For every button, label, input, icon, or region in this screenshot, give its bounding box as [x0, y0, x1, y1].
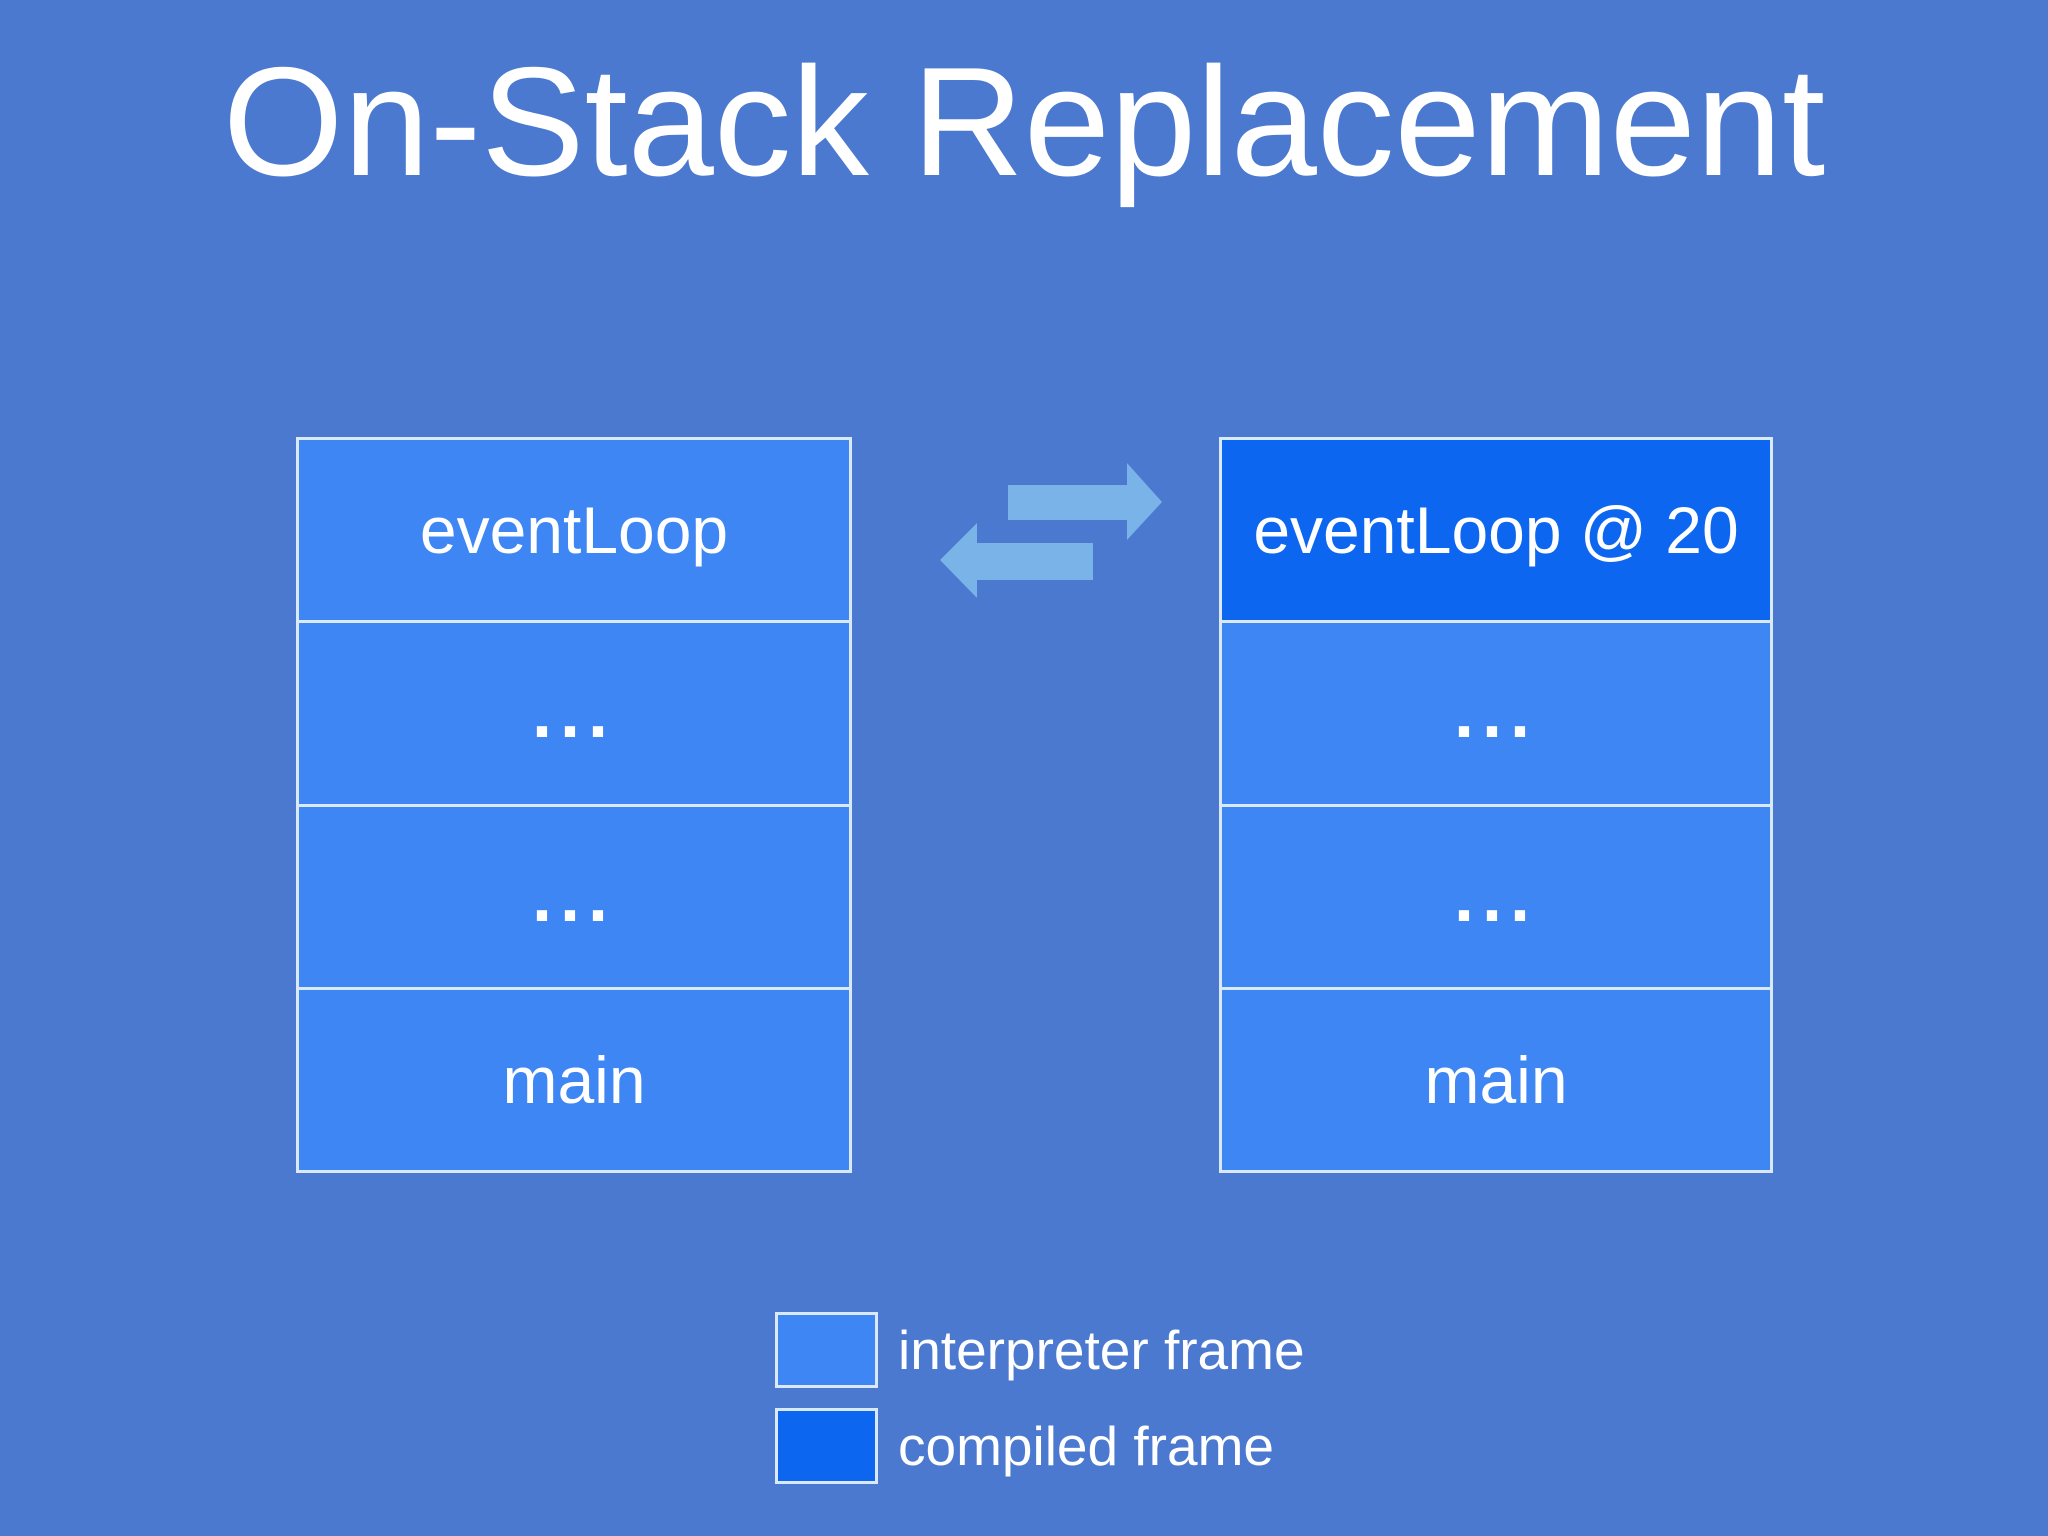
right-arrow-icon [1008, 463, 1162, 540]
frame-label: ... [1453, 673, 1538, 754]
legend-item: compiled frame [775, 1408, 1305, 1484]
frame-label: main [502, 1042, 646, 1117]
stack-frame: main [1222, 986, 1770, 1170]
stack-frame: eventLoop @ 20 [1222, 440, 1770, 621]
frame-label: ... [531, 856, 616, 937]
legend-swatch-interpreter [775, 1312, 878, 1388]
legend: interpreter frame compiled frame [775, 1312, 1305, 1504]
frame-label: ... [531, 673, 616, 754]
stack-frame: ... [1222, 620, 1770, 804]
legend-label: compiled frame [898, 1414, 1274, 1477]
stack-frame: eventLoop [299, 440, 849, 621]
legend-item: interpreter frame [775, 1312, 1305, 1388]
legend-label: interpreter frame [898, 1318, 1305, 1381]
left-arrow-icon [940, 523, 1093, 598]
swap-arrows-icon [940, 463, 1162, 598]
frame-label: eventLoop @ 20 [1253, 493, 1739, 568]
compiled-stack: eventLoop @ 20 ... ... main [1219, 437, 1773, 1173]
interpreter-stack: eventLoop ... ... main [296, 437, 852, 1173]
legend-swatch-compiled [775, 1408, 878, 1484]
frame-label: main [1424, 1042, 1568, 1117]
stack-frame: ... [1222, 803, 1770, 987]
stack-frame: main [299, 986, 849, 1170]
page-title: On-Stack Replacement [222, 35, 1826, 208]
stack-frame: ... [299, 803, 849, 987]
stack-frame: ... [299, 620, 849, 804]
frame-label: eventLoop [419, 493, 729, 568]
frame-label: ... [1453, 856, 1538, 937]
